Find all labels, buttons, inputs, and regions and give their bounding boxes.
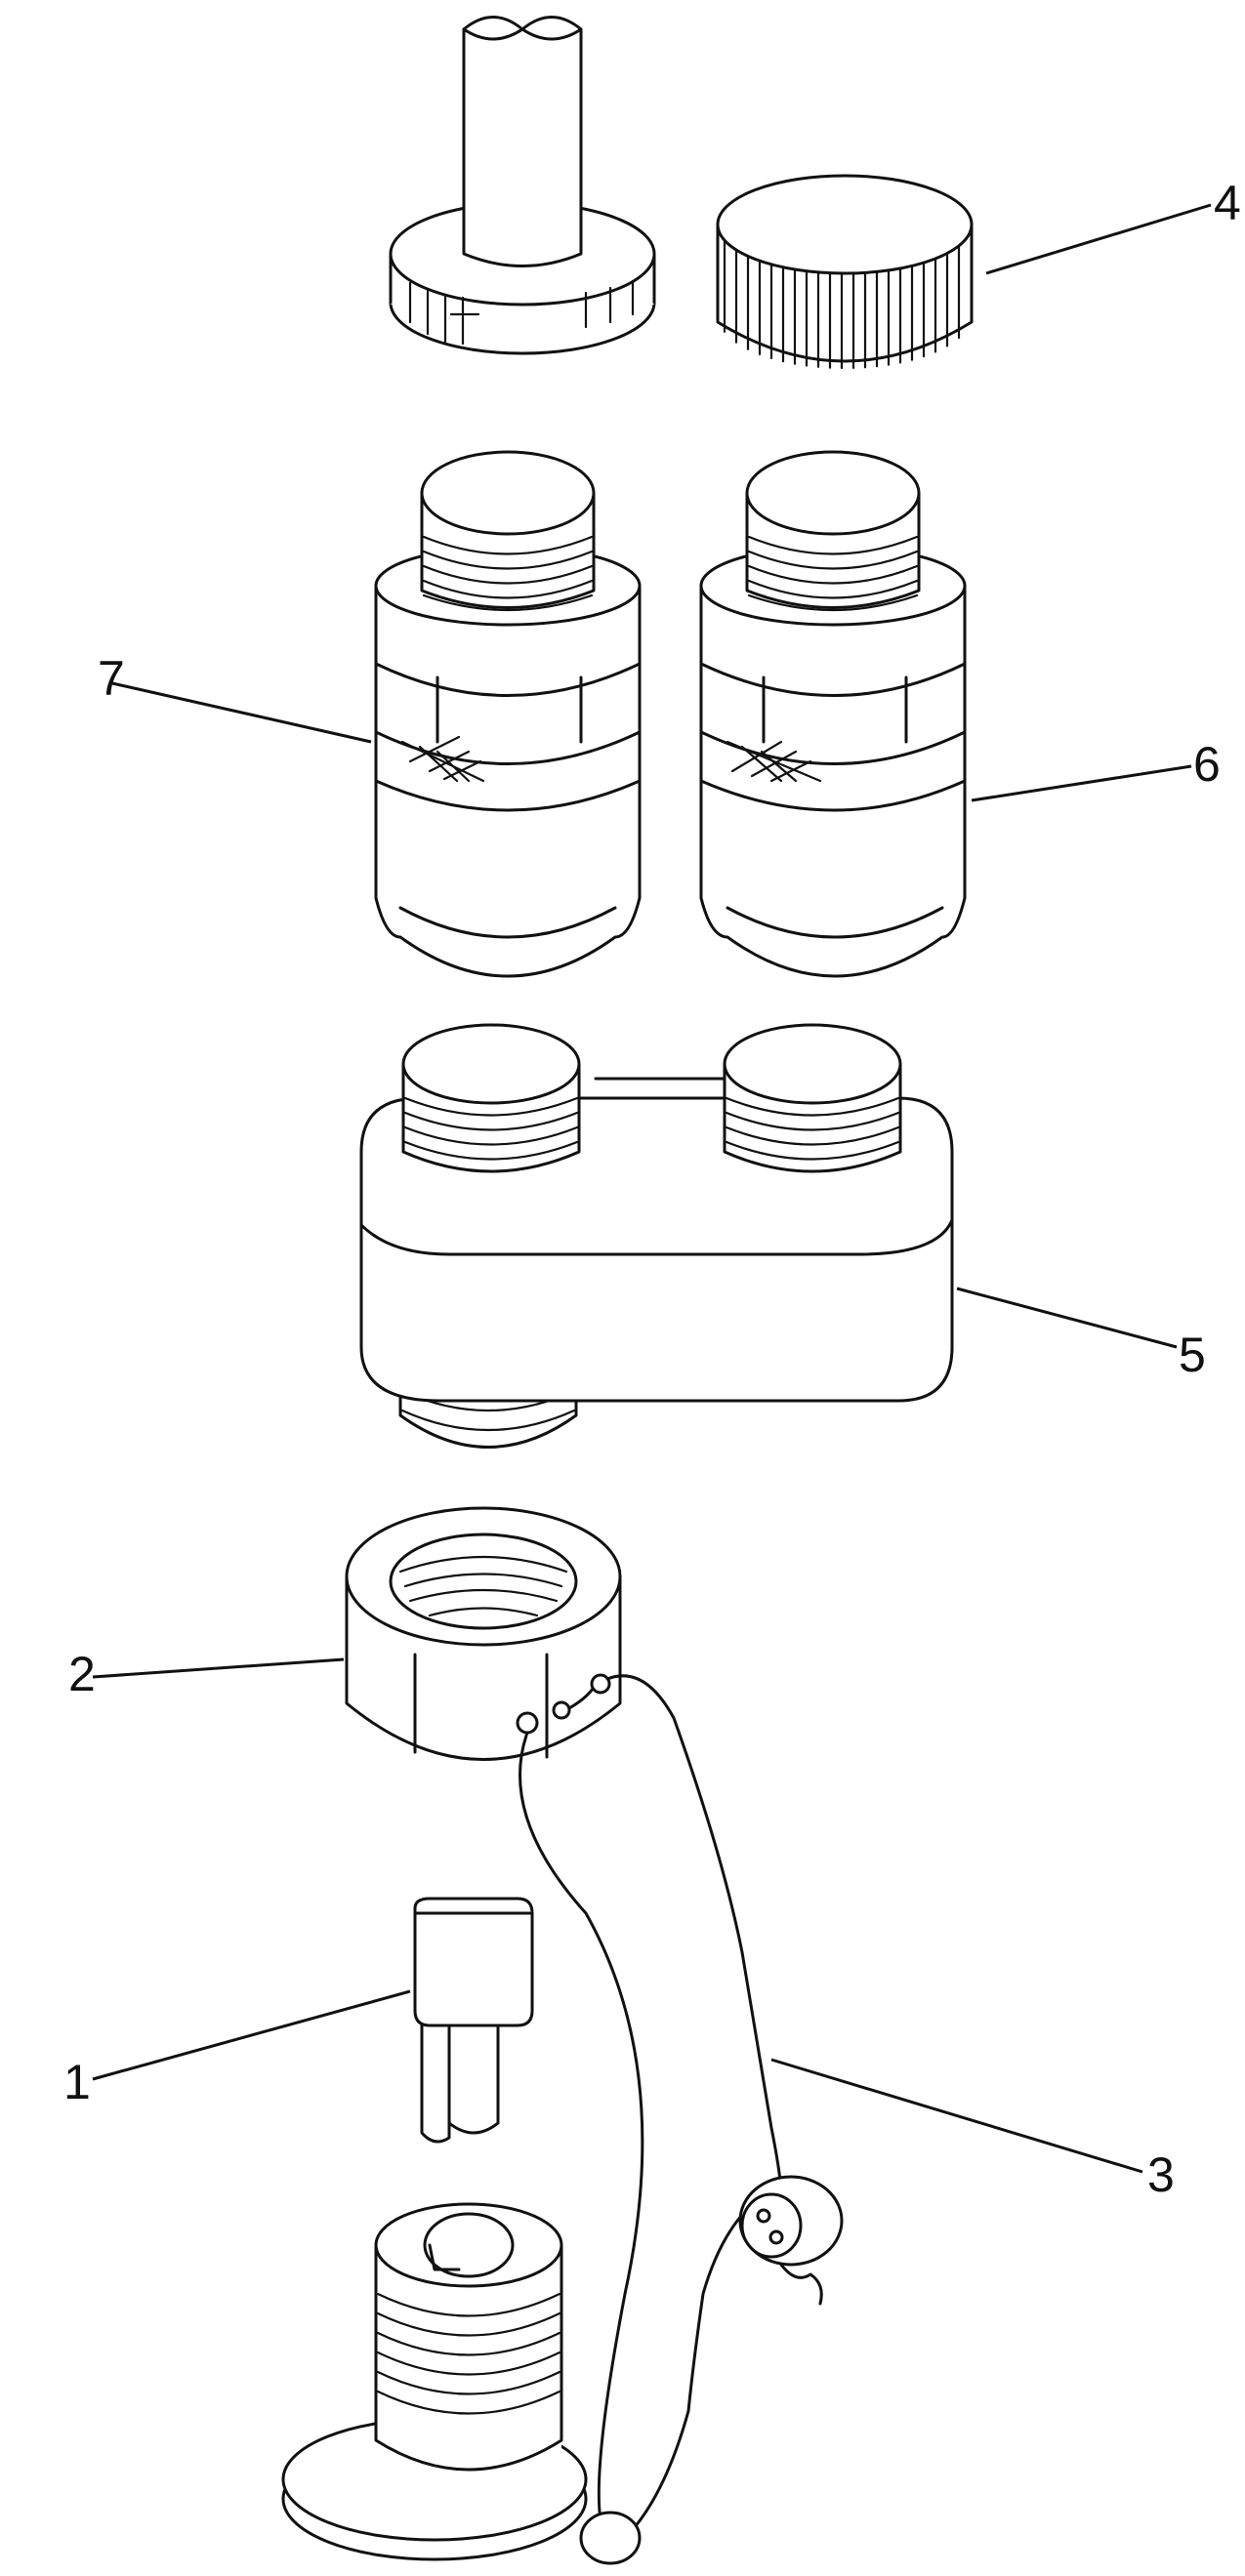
leader-line-1 — [92, 1989, 411, 2081]
callout-4: 4 — [1214, 176, 1241, 230]
threaded-base — [281, 2202, 588, 2561]
knurled-cap — [716, 174, 974, 370]
callout-2: 2 — [68, 1647, 96, 1701]
leader-line-3 — [770, 2058, 1143, 2174]
leader-line-2 — [92, 1657, 345, 1679]
handle-knob-with-shaft — [389, 16, 656, 355]
bridge-block-part-5 — [359, 1023, 954, 1449]
threaded-nut-part-2 — [345, 1506, 622, 1761]
leader-lines — [92, 203, 1212, 2174]
leader-line-5 — [956, 1287, 1178, 1349]
lanyard-part-3 — [516, 1673, 844, 2565]
callout-6: 6 — [1193, 737, 1221, 792]
cylinder-part-6 — [699, 450, 967, 978]
leader-line-4 — [985, 203, 1212, 275]
callout-5: 5 — [1179, 1328, 1206, 1382]
leader-line-7 — [111, 681, 372, 744]
leader-line-6 — [971, 764, 1192, 802]
callout-7: 7 — [98, 651, 125, 706]
callout-labels: 4 7 6 5 2 1 3 — [63, 176, 1241, 2202]
cylinder-part-7 — [374, 450, 642, 978]
pin-part-1 — [413, 1897, 534, 2144]
callout-3: 3 — [1147, 2147, 1175, 2202]
callout-1: 1 — [63, 2055, 91, 2109]
